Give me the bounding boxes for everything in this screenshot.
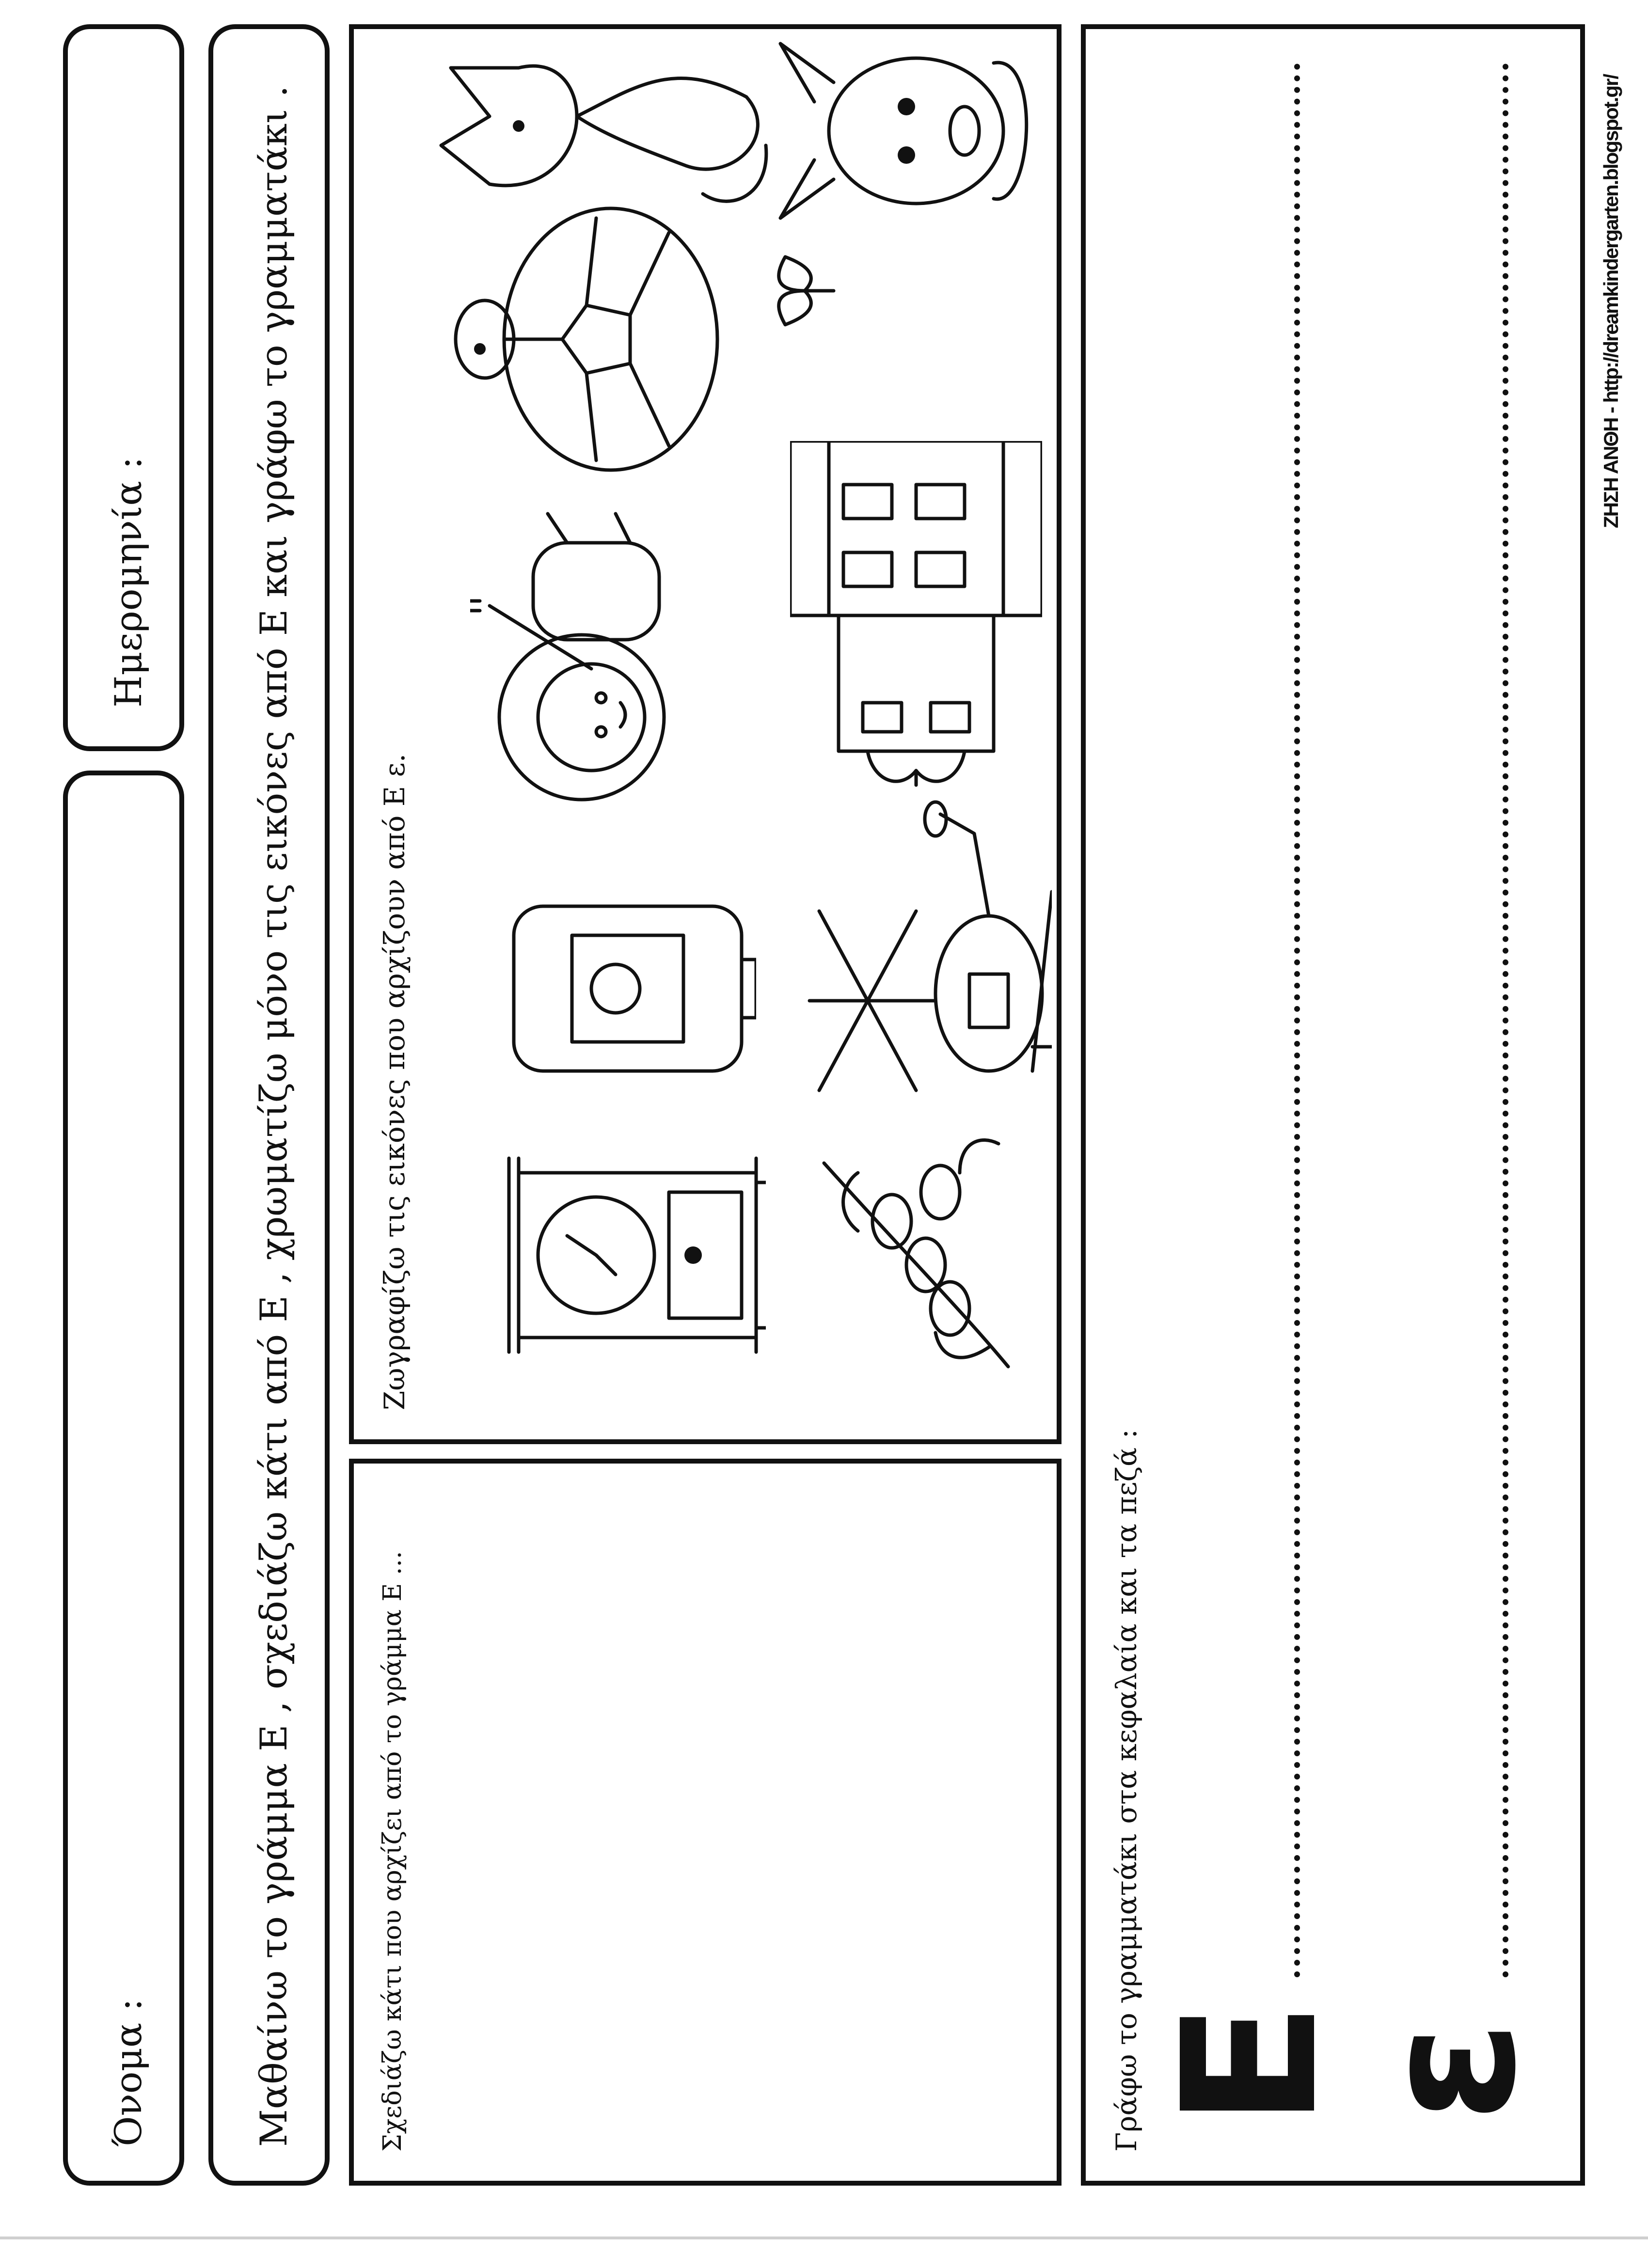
oil-bottle-icon[interactable] xyxy=(494,887,756,1090)
scan-edge xyxy=(0,2236,1648,2239)
name-label: Όνομα : xyxy=(107,1999,150,2147)
clock-icon[interactable] xyxy=(490,1153,766,1357)
name-box[interactable]: Όνομα : xyxy=(63,771,184,2186)
pictures-box: Ζωγραφίζω τις εικόνες που αρχίζουν από Ε… xyxy=(349,24,1062,1444)
date-label: Ημερομηνία : xyxy=(107,457,150,708)
pictures-box-label: Ζωγραφίζω τις εικόνες που αρχίζουν από Ε… xyxy=(378,753,411,1410)
church-icon[interactable] xyxy=(790,441,1042,790)
instruction-box: Μαθαίνω το γράμμα Ε , σχεδιάζω κάτι από … xyxy=(208,24,330,2186)
credit-footer: ΖΗΣΗ ΑΝΘΗ - http://dreamkindergarten.blo… xyxy=(1600,75,1622,528)
uppercase-practice-line[interactable] xyxy=(1294,63,1300,1977)
uppercase-letter: Ε xyxy=(1143,2001,1358,2127)
deer-icon[interactable] xyxy=(771,24,1052,237)
writing-box: Γράφω το γραμματάκι στα κεφαλαία και τα … xyxy=(1081,24,1585,2186)
date-box[interactable]: Ημερομηνία : xyxy=(63,24,184,751)
lowercase-practice-line[interactable] xyxy=(1503,63,1508,1977)
worksheet: Όνομα : Ημερομηνία : Μαθαίνω το γράμμα Ε… xyxy=(63,24,1622,2186)
helicopter-icon[interactable] xyxy=(780,775,1052,1105)
butterfly-icon[interactable] xyxy=(771,247,839,334)
draw-box-label: Σχεδιάζω κάτι που αρχίζει από το γράμμα … xyxy=(378,1551,407,2152)
turtle-icon[interactable] xyxy=(451,189,742,489)
fisher-child-icon[interactable] xyxy=(470,504,780,814)
instruction-text: Μαθαίνω το γράμμα Ε , σχεδιάζω κάτι από … xyxy=(252,85,295,2147)
writing-box-label: Γράφω το γραμματάκι στα κεφαλαία και τα … xyxy=(1110,1429,1143,2152)
draw-box[interactable]: Σχεδιάζω κάτι που αρχίζει από το γράμμα … xyxy=(349,1459,1062,2186)
fox-icon[interactable] xyxy=(431,19,780,213)
lowercase-letter: ε xyxy=(1342,2020,1556,2123)
olive-branch-icon[interactable] xyxy=(814,1124,1028,1376)
